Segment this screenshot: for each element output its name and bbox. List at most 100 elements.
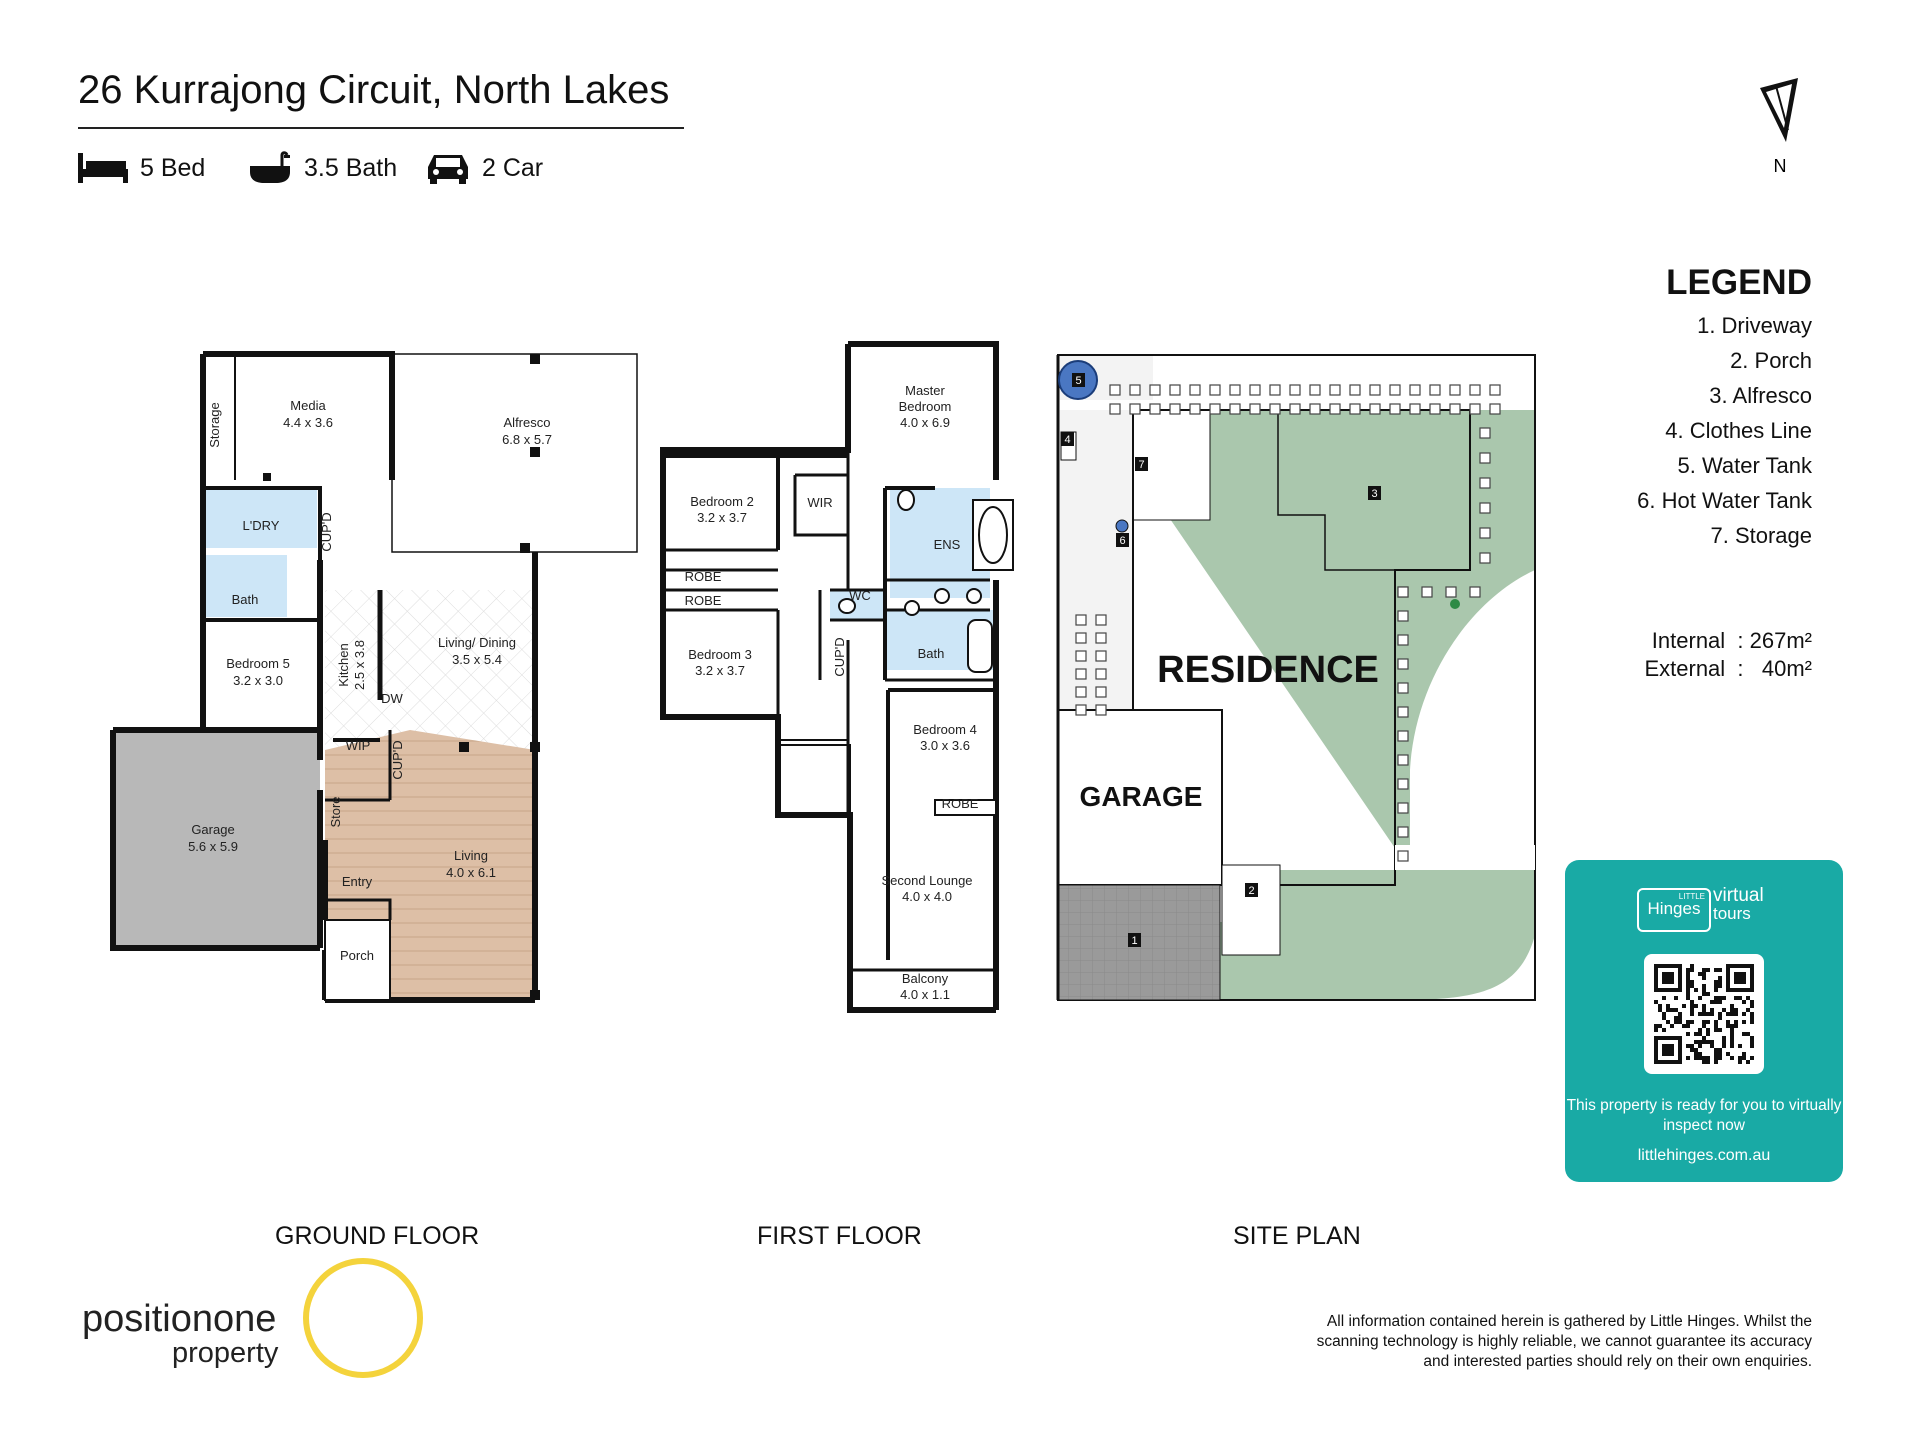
brand-name-line1: positionone — [82, 1298, 277, 1340]
brand-name: Hinges — [1647, 899, 1701, 918]
paving-stone — [1397, 802, 1409, 814]
paving-stone — [1095, 704, 1107, 716]
marker-1: 1 — [1131, 935, 1137, 947]
external-area-label: External — [1644, 656, 1726, 681]
paving-stone — [1429, 384, 1441, 396]
marker-6: 6 — [1119, 535, 1125, 547]
paving-stone — [1075, 632, 1087, 644]
room-label-dw: DW — [381, 691, 403, 706]
room-label-master: Master — [905, 383, 945, 398]
room-label-porch: Porch — [340, 948, 374, 963]
legend-item: 1. Driveway — [1697, 313, 1812, 338]
room-label-cupd-1: CUP'D — [319, 512, 334, 551]
qr-code[interactable] — [1644, 954, 1764, 1074]
site-markers: 1 2 3 4 5 6 7 — [1061, 373, 1381, 947]
paving-stone — [1421, 586, 1433, 598]
external-area: External : 40m² — [1644, 656, 1812, 681]
virtual-tour-link[interactable]: littlehinges.com.au — [1637, 1147, 1771, 1164]
marker-5: 5 — [1075, 375, 1081, 387]
room-label-garage: Garage — [191, 822, 234, 837]
hot-water-tank-marker — [1115, 519, 1129, 533]
paving-stone — [1075, 614, 1087, 626]
room-label-master-2: Bedroom — [899, 399, 952, 414]
paving-stone — [1249, 384, 1261, 396]
marker-2: 2 — [1248, 885, 1254, 897]
paving-stone — [1409, 384, 1421, 396]
paving-stone — [1269, 384, 1281, 396]
car-icon — [428, 155, 468, 184]
marker-3: 3 — [1371, 488, 1377, 500]
bed-icon — [78, 153, 128, 183]
laundry-floor — [205, 488, 317, 548]
room-label-laundry: L'DRY — [243, 518, 280, 533]
paving-stone — [1149, 384, 1161, 396]
room-size-alfresco: 6.8 x 5.7 — [502, 432, 552, 447]
room-label-cupd: CUP'D — [832, 637, 847, 676]
paving-stone — [1129, 384, 1141, 396]
first-floor-label: FIRST FLOOR — [757, 1222, 922, 1250]
room-label-storage: Storage — [207, 402, 222, 448]
first-floor-labels: Master Bedroom 4.0 x 6.9 Bedroom 2 3.2 x… — [685, 383, 979, 1002]
paving-stone — [1479, 552, 1491, 564]
room-size-living: 4.0 x 6.1 — [446, 865, 496, 880]
paving-stone — [1129, 403, 1141, 415]
internal-area: Internal : 267m² — [1651, 628, 1812, 653]
paving-stone — [1095, 614, 1107, 626]
paving-stone — [1397, 610, 1409, 622]
paving-stone — [1209, 384, 1221, 396]
bed-label: 5 Bed — [140, 153, 206, 182]
room-label-store: Store — [328, 796, 343, 827]
paving-stone — [1289, 403, 1301, 415]
paving-stone — [1445, 586, 1457, 598]
paving-stone — [1369, 403, 1381, 415]
room-size-garage: 5.6 x 5.9 — [188, 839, 238, 854]
paving-stone — [1229, 384, 1241, 396]
site-plan — [1056, 354, 1536, 1001]
qr-code-icon — [1654, 964, 1754, 1064]
external-area-value: 40m² — [1761, 656, 1812, 681]
paving-stone — [1397, 706, 1409, 718]
paving-stone — [1389, 403, 1401, 415]
legend-item: 6. Hot Water Tank — [1637, 488, 1812, 513]
legend-list: 1. Driveway 2. Porch 3. Alfresco 4. Clot… — [1637, 308, 1812, 553]
paving-stone — [1397, 826, 1409, 838]
bathtub-icon — [250, 151, 290, 183]
room-label-bedroom5: Bedroom 5 — [226, 656, 290, 671]
room-label-second-lounge: Second Lounge — [881, 873, 972, 888]
room-size-kitchen: 2.5 x 3.8 — [352, 640, 367, 690]
room-label-bath-1: Bath — [918, 646, 945, 661]
room-size-bedroom5: 3.2 x 3.0 — [233, 673, 283, 688]
site-plan-label: SITE PLAN — [1233, 1222, 1361, 1250]
virtual-tour-card[interactable]: LITTLE Hinges virtual tours This propert… — [1565, 860, 1843, 1182]
living-dining-floor — [325, 590, 535, 750]
paving-stone — [1479, 477, 1491, 489]
room-label-wip: WIP — [346, 738, 371, 753]
paving-stone — [1095, 686, 1107, 698]
legend-item: 3. Alfresco — [1709, 383, 1812, 408]
paving-stone — [1479, 452, 1491, 464]
room-label-balcony: Balcony — [902, 971, 949, 986]
room-label-bedroom3: Bedroom 3 — [688, 647, 752, 662]
room-size-media: 4.4 x 3.6 — [283, 415, 333, 430]
paving-stone — [1479, 502, 1491, 514]
paving-stone — [1075, 668, 1087, 680]
bath-count: 3.5 Bath — [248, 148, 397, 188]
site-garage-label: GARAGE — [1080, 781, 1203, 812]
hinges-logo: LITTLE Hinges — [1637, 888, 1711, 932]
room-label-bedroom4: Bedroom 4 — [913, 722, 977, 737]
paving-stone — [1095, 650, 1107, 662]
bath-label: 3.5 Bath — [304, 153, 398, 182]
room-label-wir: WIR — [807, 495, 832, 510]
virtual-label: virtual — [1713, 885, 1764, 906]
brand-small: LITTLE — [1678, 892, 1705, 901]
room-label-living: Living — [454, 848, 488, 863]
room-label-bath: Bath — [232, 592, 259, 607]
room-label-cupd-2: CUP'D — [390, 740, 405, 779]
paving-stone — [1397, 778, 1409, 790]
room-size-living-dining: 3.5 x 5.4 — [452, 652, 502, 667]
paving-stone — [1479, 427, 1491, 439]
room-size-balcony: 4.0 x 1.1 — [900, 987, 950, 1002]
paving-stone — [1169, 403, 1181, 415]
marker-7: 7 — [1138, 459, 1144, 471]
